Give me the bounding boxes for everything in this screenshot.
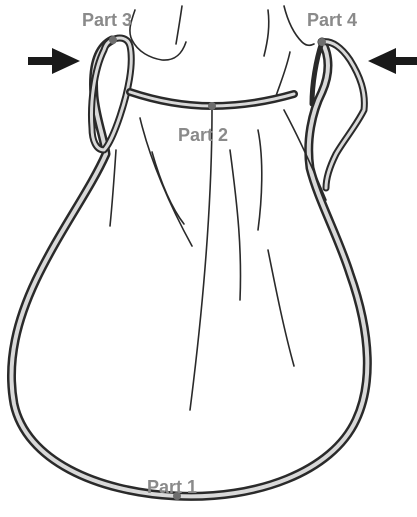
neck-right-line [264, 10, 269, 56]
part-1-label: Part 1 [147, 477, 197, 497]
neck-right-inner [276, 52, 290, 96]
arrow-right-icon [28, 48, 80, 74]
fold-line-4 [230, 150, 241, 300]
fold-line-3 [190, 110, 212, 410]
part-2-marker [208, 102, 216, 110]
fold-line-8 [110, 150, 116, 226]
part-2-label: Part 2 [178, 125, 228, 145]
neck-left-strand [176, 6, 182, 44]
fold-line-7 [268, 250, 294, 366]
right-shoulder-loop [312, 42, 364, 188]
arrow-left-icon [368, 48, 417, 74]
part-3-marker [109, 36, 117, 44]
wearer-outline [130, 6, 314, 96]
part-3-label: Part 3 [82, 10, 132, 30]
fabric-folds [110, 110, 326, 410]
part-4-label: Part 4 [307, 10, 357, 30]
fold-line-5 [258, 130, 262, 230]
fold-line-2 [152, 152, 184, 224]
part-4-marker [318, 38, 326, 46]
